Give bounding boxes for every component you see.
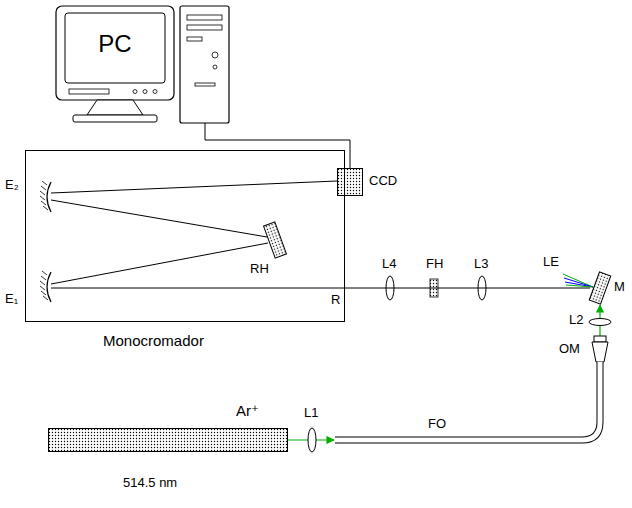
monitor-stand [87,100,143,115]
monochromator-housing-outline [25,150,345,322]
ccd-camera: CCD [337,168,363,196]
filter-label: FH [426,257,443,272]
part-label: RH [250,262,269,277]
lens-label: L2 [569,313,583,328]
ccd-camera-outline [337,168,363,196]
monitor-frame [56,6,174,100]
concave-mirror [47,182,51,212]
part-label: M [614,280,625,295]
drive-bay [195,83,215,86]
computer-outline [55,5,230,123]
beam-path [51,243,268,284]
mirror-outline [590,272,610,304]
mirror-label: E₁ [5,292,18,307]
beam-path [51,200,267,237]
laser-name: Ar⁺ [236,402,259,419]
objective-label: OM [559,342,580,357]
scattered-ray [566,285,593,287]
stippled-body [49,429,288,452]
diffraction-grating: RH [264,220,286,260]
argon-laser-outline [48,428,288,452]
collection-beam [345,288,590,289]
monitor-base [73,115,157,122]
computer-tower [180,6,229,123]
beam-path [51,181,337,193]
scattered-ray [563,274,593,287]
optical-fiber [335,362,600,440]
mirror-body [589,272,611,304]
drive-bay [187,15,222,20]
monitor-panel [69,89,109,94]
diffraction-grating-outline [264,220,286,260]
optical-fiber-core [335,362,600,440]
lens-symbol [308,428,316,452]
lens-label: L1 [304,406,318,421]
objective-body [592,342,608,362]
mirror-hatch [40,181,48,210]
monochromator-housing: MonocromadorRH [25,150,345,322]
scattered-ray [565,282,593,287]
tower-button [213,65,217,69]
device-label: CCD [369,174,397,189]
slit-label: R [331,293,340,308]
monitor-button [153,90,157,94]
stippled-body [338,169,363,196]
grating-body [264,222,287,258]
lens-symbol [589,319,611,326]
mirror-label: E₂ [5,178,19,193]
data-cable [205,123,350,168]
monitor-button [133,90,137,94]
scattered-ray [564,278,593,287]
drive-bay [187,25,222,30]
housing-label: Monocromador [103,332,204,349]
mirror-hatch [40,271,48,300]
objective-cap [594,336,606,342]
monitor-screen [65,13,165,83]
concave-mirror [47,272,51,302]
computer-name: PC [65,30,165,58]
argon-laser: Ar⁺514.5 nm [48,428,288,452]
beam-path [51,288,345,289]
lens-label: L4 [382,257,396,272]
drive-bay [187,37,202,41]
tower-button [212,52,218,58]
mirror: M [590,272,610,304]
wavelength-label: 514.5 nm [123,476,177,491]
fiber-label: FO [428,417,446,432]
lens-label: L3 [474,257,488,272]
housing-outline [26,151,345,322]
monitor-button [143,90,147,94]
scattered-light-label: LE [543,255,559,270]
computer: PC [55,5,230,123]
